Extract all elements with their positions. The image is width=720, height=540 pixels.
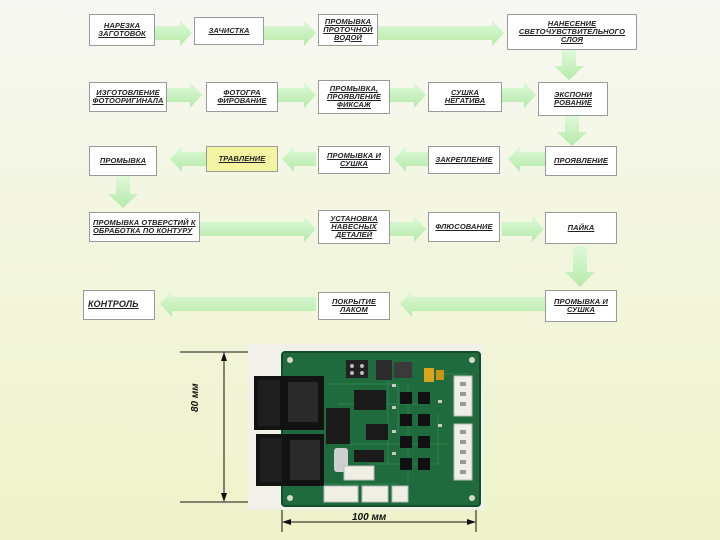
arrow-right (502, 82, 536, 108)
arrow-down (557, 116, 587, 146)
step-developing: ПРОЯВЛЕНИЕ (545, 146, 617, 176)
arrow-right (264, 20, 316, 46)
pcb-photo (248, 344, 484, 510)
width-dimension-line (281, 505, 477, 532)
connector (343, 465, 375, 481)
arrow-left (170, 146, 206, 172)
arrow-left (400, 291, 545, 317)
arrow-left (160, 291, 316, 317)
step-rinse-1: ПРОМЫВКА (89, 146, 157, 176)
step-fluxing: ФЛЮСОВАНИЕ (428, 212, 500, 242)
step-hole-rinse: ПРОМЫВКА ОТВЕРСТИЙ К ОБРАБОТКА ПО КОНТУР… (89, 212, 200, 242)
step-photomaster: ИЗГОТОВЛЕНИЕ ФОТООРИГИНАЛА (89, 82, 167, 112)
step-coating: ПОКРЫТИЕ ЛАКОМ (318, 292, 390, 320)
arrow-left (282, 146, 316, 172)
step-mounting: УСТАНОВКА НАВЕСНЫХ ДЕТАЛЕЙ (318, 210, 390, 244)
arrow-down (554, 50, 584, 80)
step-rinse-develop-fix: ПРОМЫВКА, ПРОЯВЛЕНИЕ ФИКСАЖ (318, 80, 390, 114)
arrow-right (166, 82, 202, 108)
step-exposure: ЭКСПОНИ РОВАНИЕ (538, 82, 608, 116)
arrow-right (390, 216, 426, 242)
step-soldering: ПАЙКА (545, 212, 617, 244)
arrow-left (394, 146, 428, 172)
arrow-right (390, 82, 426, 108)
step-photoresist: НАНЕСЕНИЕ СВЕТОЧУВСТВИТЕЛЬНОГО СЛОЯ (507, 14, 637, 50)
step-negative-drying: СУШКА НЕГАТИВА (428, 82, 502, 112)
step-photoplotting: ФОТОГРА ФИРОВАНИЕ (206, 82, 278, 112)
arrow-left (508, 146, 545, 172)
step-cleaning: ЗАЧИСТКА (194, 17, 264, 45)
connector (323, 485, 359, 503)
step-rinse-water: ПРОМЫВКА ПРОТОЧНОЙ ВОДОЙ (318, 14, 378, 46)
height-dimension-label: 80 мм (190, 383, 201, 412)
arrow-right (378, 20, 504, 46)
step-rinse-dry-2: ПРОМЫВКА И СУШКА (545, 290, 617, 322)
width-dimension-label: 100 мм (352, 512, 387, 523)
step-fixing: ЗАКРЕПЛЕНИЕ (428, 146, 500, 174)
step-rinse-dry: ПРОМЫВКА И СУШКА (318, 146, 390, 174)
arrow-down (108, 176, 138, 208)
step-cutting: НАРЕЗКА ЗАГОТОВОК (89, 14, 155, 46)
arrow-right (502, 216, 544, 242)
arrow-down (565, 246, 595, 287)
arrow-right (278, 82, 316, 108)
connector (361, 485, 389, 503)
arrow-right (200, 216, 316, 242)
step-etching: ТРАВЛЕНИЕ (206, 146, 278, 172)
arrow-right (154, 20, 192, 46)
step-control: КОНТРОЛЬ (83, 290, 155, 320)
connector (391, 485, 409, 503)
